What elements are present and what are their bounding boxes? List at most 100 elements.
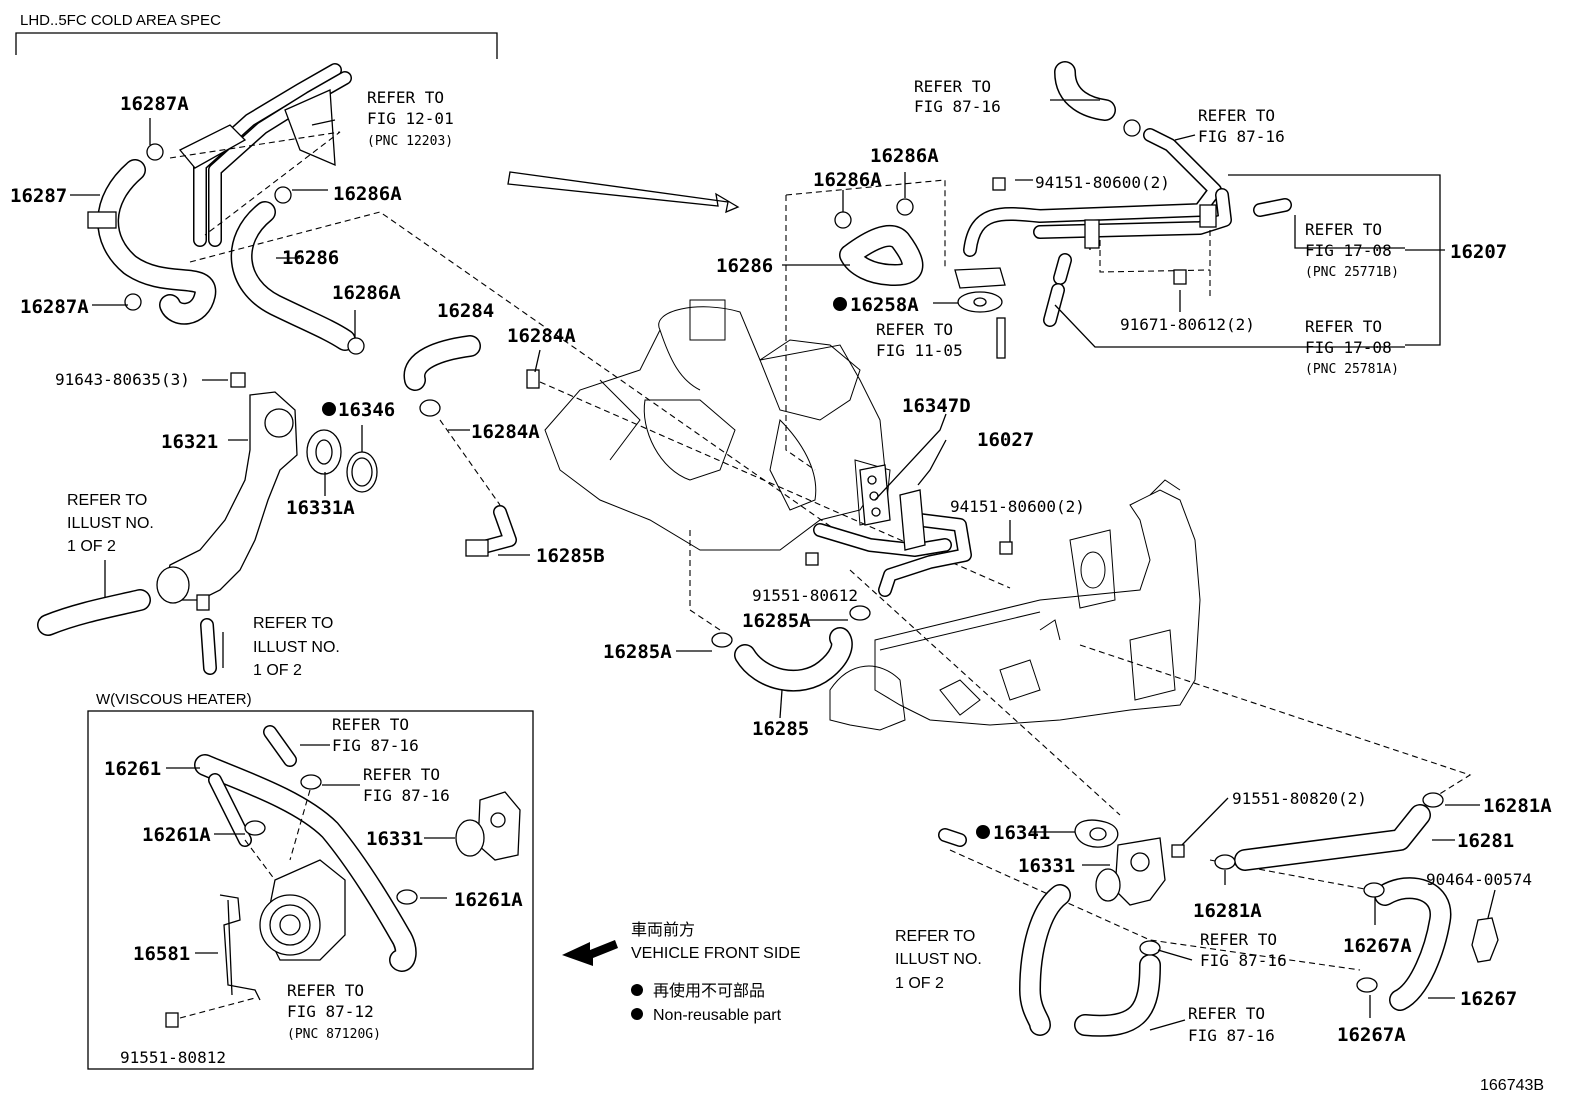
label-16287A-bot: 16287A (20, 296, 89, 318)
viscous-heater-box (87, 710, 534, 1070)
nonreuse-dot-16258A (833, 297, 847, 311)
refer-12-line3: 1 OF 2 (895, 975, 944, 992)
label-16581: 16581 (133, 943, 190, 965)
refer-7-line3: 1 OF 2 (67, 538, 116, 555)
legend: 車両前方 VEHICLE FRONT SIDE 再使用不可部品 Non-reus… (562, 921, 801, 1024)
label-91551-80812: 91551-80812 (120, 1048, 226, 1067)
refer-11-line1: REFER TO (287, 981, 364, 1000)
label-16285A-b: 16285A (603, 641, 672, 663)
stud-refer-11-05 (996, 317, 1006, 359)
hose-16285 (711, 627, 853, 692)
label-16286-b: 16286 (716, 255, 773, 277)
clip-90464 (1471, 917, 1499, 963)
refer-labels: REFER TO FIG 12-01 (PNC 12203) REFER TO … (67, 77, 1399, 1045)
refer-3-line1: REFER TO (1198, 106, 1275, 125)
part-labels: 16287A 16287 16287A 16286A 16286 16286A … (10, 93, 1552, 1067)
refer-1-line2: FIG 12-01 (367, 109, 454, 128)
clamp-16287A-top (146, 143, 164, 161)
refer-8-line1: REFER TO (253, 615, 333, 632)
label-16285: 16285 (752, 718, 809, 740)
refer-5-line3: (PNC 25781A) (1305, 362, 1399, 377)
clamp-16286A-a (274, 186, 292, 204)
refer-8-line2: ILLUST NO. (253, 639, 340, 656)
viscous-heater-parts (165, 725, 521, 1028)
refer-3-line2: FIG 87-16 (1198, 127, 1285, 146)
label-16281: 16281 (1457, 830, 1514, 852)
refer-4-line2: FIG 17-08 (1305, 241, 1392, 260)
label-16281A-a: 16281A (1483, 795, 1552, 817)
label-91551-80820: 91551-80820(2) (1232, 789, 1367, 808)
label-16321: 16321 (161, 431, 218, 453)
legend-nonreuse-jp: 再使用不可部品 (653, 982, 765, 1000)
refer-14-line1: REFER TO (1188, 1004, 1265, 1023)
refer-4-line1: REFER TO (1305, 220, 1382, 239)
spec-bracket (15, 32, 498, 59)
refer-11-line3: (PNC 87120G) (287, 1027, 381, 1042)
refer-6-line2: FIG 11-05 (876, 341, 963, 360)
label-16285A-a: 16285A (742, 610, 811, 632)
refer-14-line2: FIG 87-16 (1188, 1026, 1275, 1045)
label-16286-a: 16286 (282, 247, 339, 269)
cold-area-parts (87, 63, 851, 541)
label-16286A-a: 16286A (333, 183, 402, 205)
legend-front-en: VEHICLE FRONT SIDE (631, 945, 801, 962)
refer-12-line1: REFER TO (895, 928, 975, 945)
lower-right-assembly (849, 569, 1499, 1037)
refer-1-line3: (PNC 12203) (367, 134, 453, 149)
label-16284: 16284 (437, 300, 494, 322)
viscous-box-title: W(VISCOUS HEATER) (96, 691, 252, 708)
refer-7-line1: REFER TO (67, 492, 147, 509)
refer-13-line1: REFER TO (1200, 930, 1277, 949)
hose-bracket (87, 211, 117, 229)
label-16346: 16346 (338, 399, 395, 421)
label-16285B: 16285B (536, 545, 605, 567)
label-16267A-a: 16267A (1343, 935, 1412, 957)
label-16027: 16027 (977, 429, 1034, 451)
label-16286A-c: 16286A (870, 145, 939, 167)
refer-9-line2: FIG 87-16 (332, 736, 419, 755)
refer-1-line1: REFER TO (367, 88, 444, 107)
label-94151-b: 94151-80600(2) (950, 497, 1085, 516)
label-16331-viscous: 16331 (366, 828, 423, 850)
label-16267: 16267 (1460, 988, 1517, 1010)
bypass-pipe-assembly (805, 464, 1013, 621)
label-91551-80612: 91551-80612 (752, 586, 858, 605)
label-16341: 16341 (993, 822, 1050, 844)
refer-13-line2: FIG 87-16 (1200, 951, 1287, 970)
label-16331A: 16331A (286, 497, 355, 519)
label-90464: 90464-00574 (1426, 870, 1532, 889)
front-arrow-icon (562, 940, 618, 966)
hose-16286-right (834, 198, 924, 286)
label-16261: 16261 (104, 758, 161, 780)
label-16267A-b: 16267A (1337, 1024, 1406, 1046)
label-16286A-b: 16286A (332, 282, 401, 304)
nonreuse-dot-16341 (976, 825, 990, 839)
label-16207: 16207 (1450, 241, 1507, 263)
label-16261A-a: 16261A (142, 824, 211, 846)
refer-10-line2: FIG 87-16 (363, 786, 450, 805)
figure-id: 166743B (1480, 1077, 1544, 1094)
engine-block-lower (829, 479, 1201, 731)
refer-11-line2: FIG 87-12 (287, 1002, 374, 1021)
engine-block (544, 179, 946, 631)
refer-4-line3: (PNC 25771B) (1305, 265, 1399, 280)
label-16284A-b: 16284A (471, 421, 540, 443)
legend-dot-icon (631, 1008, 643, 1020)
label-16284A-a: 16284A (507, 325, 576, 347)
leader-lines (70, 99, 1496, 1031)
label-91643: 91643-80635(3) (55, 370, 190, 389)
clamp-16286A-b (347, 337, 365, 355)
label-16281A-b: 16281A (1193, 900, 1262, 922)
label-16347D: 16347D (902, 395, 971, 417)
legend-nonreuse-en: Non-reusable part (653, 1007, 782, 1024)
label-16261A-b: 16261A (454, 889, 523, 911)
refer-10-line1: REFER TO (363, 765, 440, 784)
clamp-16287A-bot (124, 293, 142, 311)
nonreuse-dot-16346 (322, 402, 336, 416)
label-16287: 16287 (10, 185, 67, 207)
outlet-assembly (37, 372, 378, 675)
refer-5-line1: REFER TO (1305, 317, 1382, 336)
refer-9-line1: REFER TO (332, 715, 409, 734)
direction-arrow (507, 171, 740, 214)
